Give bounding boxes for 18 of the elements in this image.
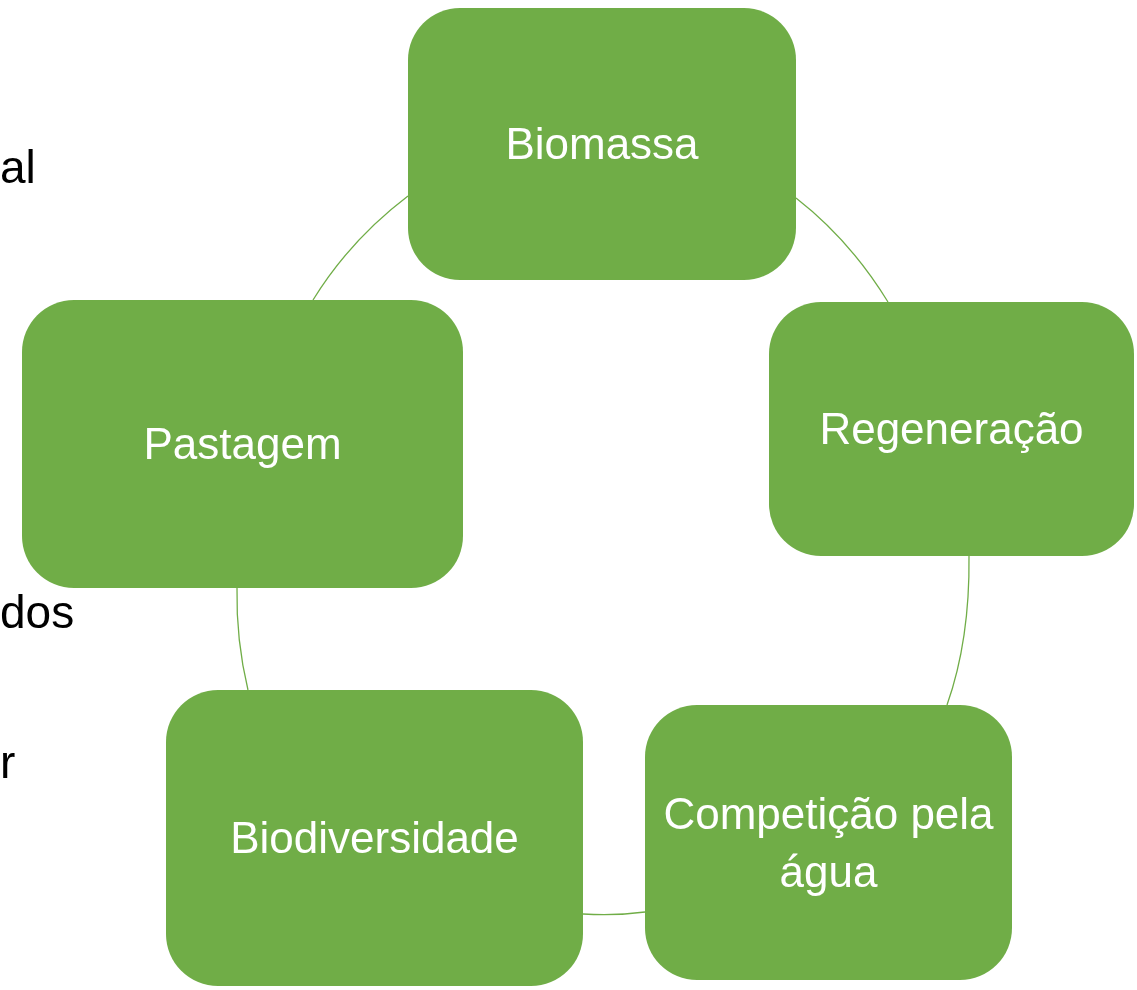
connector-line [236,587,249,691]
text-fragment: al [0,140,36,194]
process-box [769,302,1134,556]
process-box [22,300,463,588]
connector-line [946,555,970,706]
process-box [166,690,583,986]
node-label: Pastagem [143,418,342,471]
connector-line [795,197,889,303]
text-fragment: r [0,735,16,789]
connector-line [582,911,646,916]
text-fragment: dos [0,585,75,639]
node-label: Biodiversidade [230,812,519,865]
process-box [408,8,796,280]
connector-line [312,195,409,301]
node-label: Biomassa [505,118,699,171]
process-box [645,705,1012,980]
node-label: Regeneração [819,403,1084,456]
node-label: Competição pela água [662,788,995,898]
